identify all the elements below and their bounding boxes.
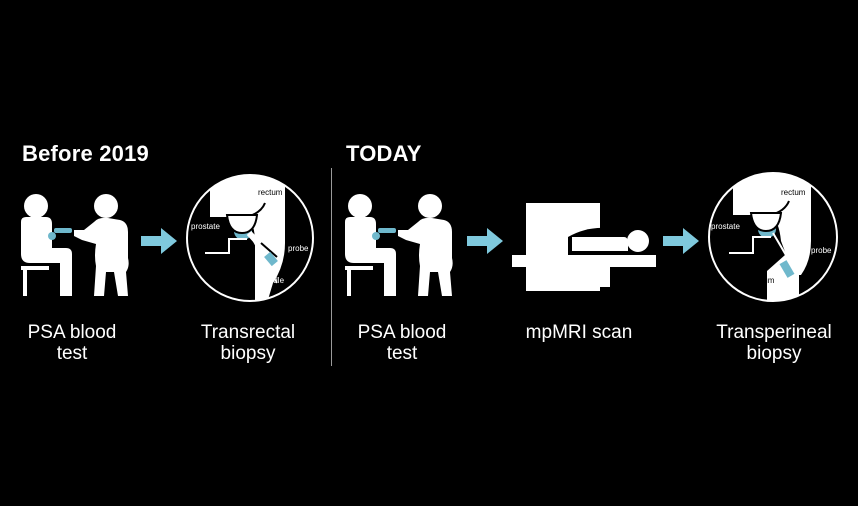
arrow-right-icon [467, 228, 503, 254]
label-needle: needle [260, 276, 285, 285]
transperineal-diagram-icon: rectum prostate probe perineum needle [708, 172, 838, 302]
heading-before-2019: Before 2019 [22, 141, 149, 166]
arrow-right-icon [141, 228, 177, 254]
label-perineum: perineum [741, 276, 775, 285]
caption-line: mpMRI scan [525, 322, 633, 343]
caption-line: Transperineal [716, 322, 832, 343]
people-blood-draw-icon [21, 194, 129, 296]
caption-before-psa: PSA blood test [0, 322, 147, 364]
caption-line: Transrectal [200, 322, 296, 343]
caption-line: biopsy [220, 343, 276, 364]
caption-line: test [56, 343, 88, 364]
caption-transrectal-biopsy: Transrectal biopsy [173, 322, 323, 364]
people-blood-draw-icon [345, 194, 453, 296]
label-rectum: rectum [781, 188, 806, 197]
label-probe: probe [811, 246, 832, 255]
transrectal-diagram-icon: rectum prostate probe needle [186, 174, 314, 302]
arrow-right-icon [663, 228, 699, 254]
label-prostate: prostate [711, 222, 740, 231]
caption-line: PSA blood [357, 322, 447, 343]
caption-today-psa: PSA blood test [327, 322, 477, 364]
caption-mpmri-scan: mpMRI scan [504, 322, 654, 343]
caption-line: PSA blood [27, 322, 117, 343]
mri-scanner-icon [512, 203, 656, 291]
caption-line: test [386, 343, 418, 364]
label-needle: needle [775, 282, 800, 291]
label-probe: probe [288, 244, 309, 253]
caption-line: biopsy [746, 343, 802, 364]
label-prostate: prostate [191, 222, 220, 231]
section-divider [331, 168, 332, 366]
heading-today: TODAY [346, 141, 422, 166]
caption-transperineal-biopsy: Transperineal biopsy [699, 322, 849, 364]
label-rectum: rectum [258, 188, 283, 197]
